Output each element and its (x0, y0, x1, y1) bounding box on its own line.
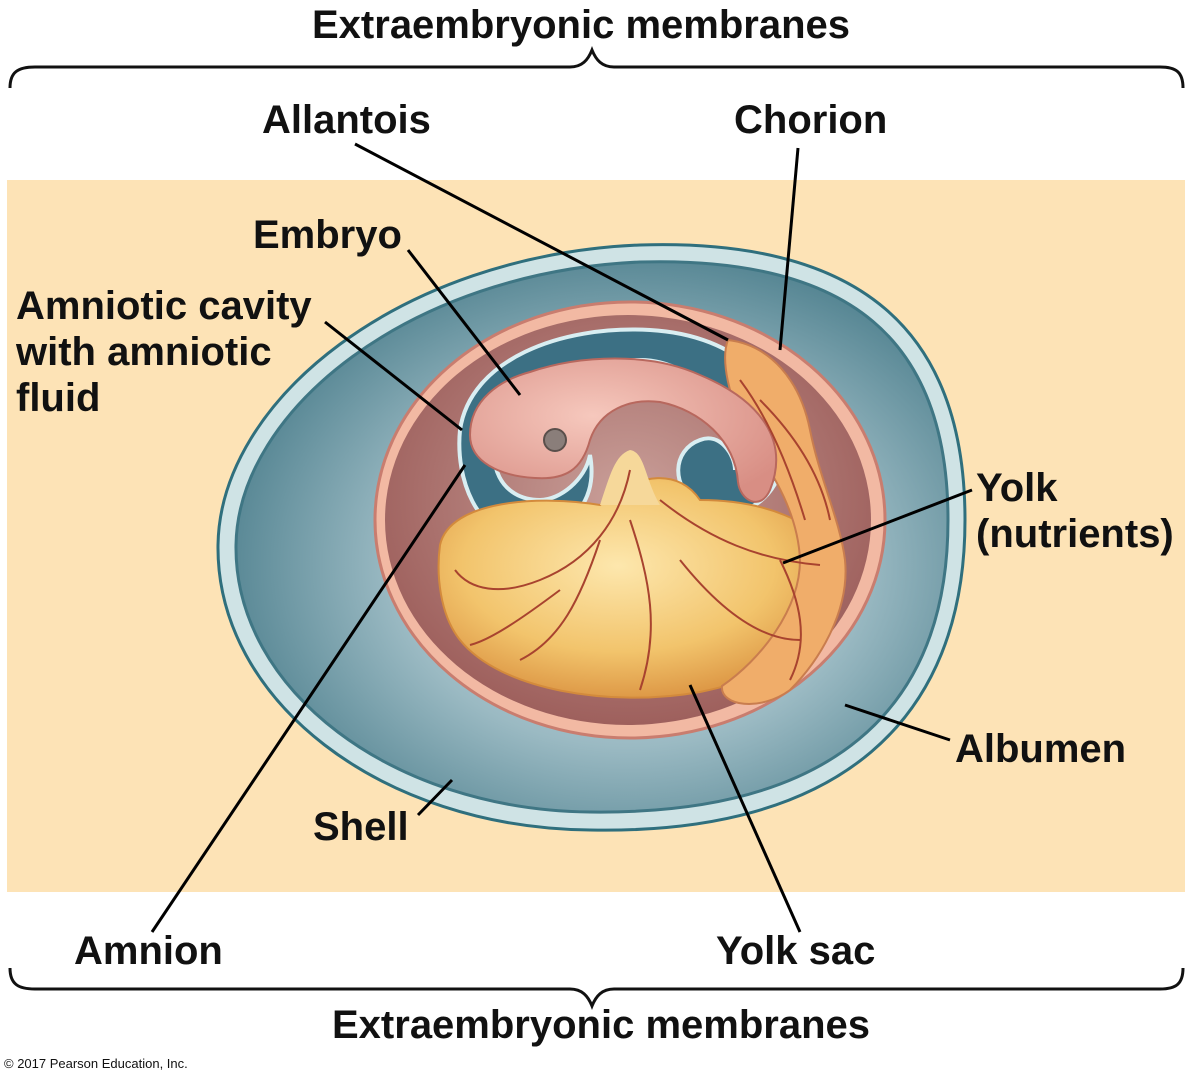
label-embryo: Embryo (253, 213, 402, 257)
copyright: © 2017 Pearson Education, Inc. (4, 1056, 188, 1071)
label-albumen: Albumen (955, 727, 1127, 771)
bottom-brace (8, 967, 1185, 1011)
embryo-eye (543, 428, 567, 452)
yolk-stalk (600, 450, 660, 505)
title-top: Extraembryonic membranes (312, 3, 851, 47)
label-yolk-line1: Yolk (976, 466, 1058, 510)
label-amniotic-cavity-line1: Amniotic cavity (16, 284, 312, 328)
embryo (468, 357, 778, 503)
leader-lines (150, 142, 973, 933)
label-chorion: Chorion (734, 98, 888, 142)
label-amnion: Amnion (74, 929, 223, 973)
title-bottom: Extraembryonic membranes (332, 1003, 871, 1047)
label-amniotic-cavity-line3: fluid (16, 376, 101, 420)
label-amniotic-cavity-line2: with amniotic (16, 330, 272, 374)
label-yolk-line2: (nutrients) (976, 512, 1174, 556)
blood-vessels (454, 379, 831, 691)
label-shell: Shell (313, 805, 409, 849)
label-yolk: Yolk (nutrients) (976, 465, 1174, 557)
top-brace (8, 45, 1185, 89)
label-amniotic-cavity: Amniotic cavity with amniotic fluid (16, 283, 312, 421)
label-allantois: Allantois (262, 98, 431, 142)
label-yolk-sac: Yolk sac (716, 929, 876, 973)
